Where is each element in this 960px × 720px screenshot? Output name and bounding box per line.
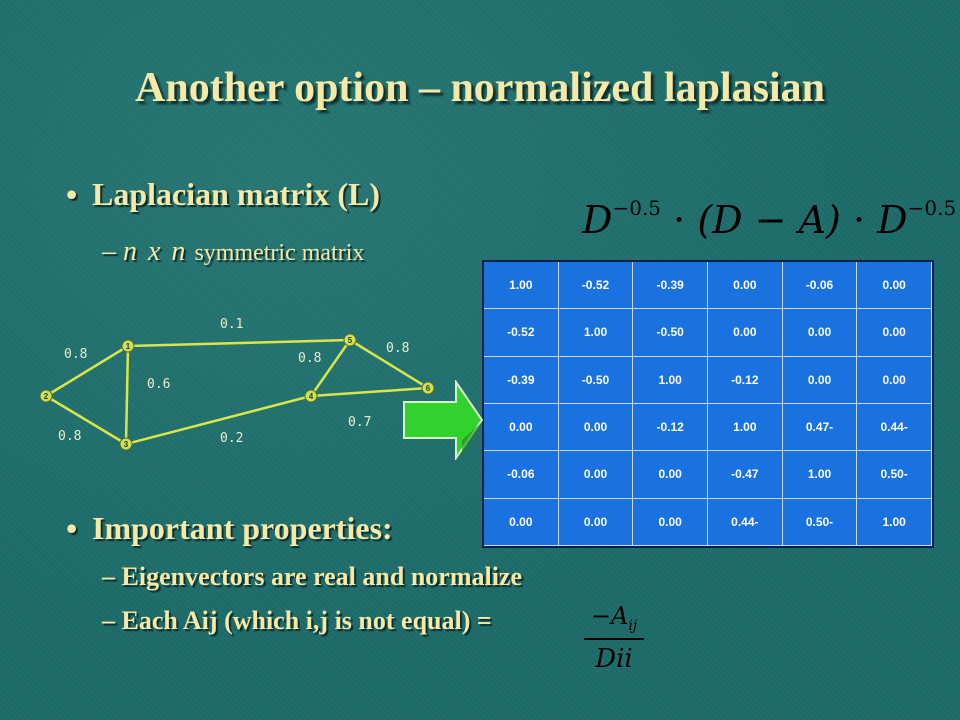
- matrix-cell: -0.12: [707, 356, 783, 404]
- matrix-cell: 1.00: [857, 498, 932, 546]
- bullet-marker: •: [66, 510, 78, 546]
- edge-label-1-2: 0.8: [64, 347, 87, 362]
- matrix-cell: 0.44-: [857, 403, 932, 452]
- matrix-cell: 0.00: [782, 309, 858, 357]
- edge-1-5: [127, 338, 351, 348]
- fraction-sub: ij: [628, 617, 638, 634]
- edge-label-5-6: 0.8: [386, 341, 409, 356]
- bullet-marker: •: [66, 176, 78, 212]
- graph-node-4: [304, 389, 318, 403]
- formula-dot1: ·: [673, 198, 686, 242]
- fraction-sign: −: [590, 602, 611, 630]
- matrix-cell: 0.50-: [782, 498, 858, 546]
- matrix-cell: -0.39: [633, 262, 708, 310]
- graph-node-label-4: 4: [309, 392, 314, 401]
- edge-label-4-5: 0.8: [298, 351, 321, 366]
- fraction-var: A: [610, 602, 629, 630]
- edge-3-4: [125, 394, 312, 446]
- matrix-cell: 0.00: [782, 356, 858, 404]
- matrix-cell: 0.00: [558, 403, 634, 452]
- matrix-cell: -0.52: [558, 262, 634, 310]
- matrix-cell: 0.00: [707, 262, 783, 310]
- formula-exp1: −0.5: [612, 196, 662, 220]
- edge-4-5: [309, 339, 352, 397]
- graph-node-1: [121, 339, 135, 353]
- edge-1-3: [124, 345, 130, 445]
- graph-node-label-1: 1: [126, 342, 131, 351]
- matrix-cell: -0.50: [633, 309, 708, 357]
- matrix-cell: -0.06: [484, 451, 559, 499]
- matrix-cell: 0.00: [857, 309, 932, 357]
- graph-node-label-6: 6: [426, 384, 431, 393]
- formula-mid: (D − A): [697, 198, 841, 242]
- aij-fraction: −Aij Dii: [584, 602, 644, 674]
- edge-label-3-4: 0.2: [220, 431, 243, 446]
- sub-bullet-dash: –: [102, 562, 115, 591]
- matrix-cell: 0.50-: [857, 451, 932, 499]
- matrix-cell: 0.47-: [782, 403, 858, 452]
- sub-bullet-eigenvectors: – Eigenvectors are real and normalize: [102, 562, 522, 592]
- aij-text: Each Aij (which i,j is not equal) =: [121, 606, 492, 635]
- formula-dot2: ·: [852, 198, 866, 242]
- matrix-cell: -0.06: [782, 262, 858, 310]
- matrix-cell: 1.00: [484, 262, 559, 310]
- matrix-cell: 1.00: [633, 356, 708, 404]
- formula-exp2: −0.5: [907, 196, 957, 220]
- matrix-cell: 0.00: [857, 356, 932, 404]
- bullet-important-properties: • Important properties:: [66, 510, 393, 547]
- sub-bullet-dash: –: [102, 236, 116, 267]
- matrix-cell: 0.00: [558, 498, 634, 546]
- bullet-laplacian-text: Laplacian matrix (L): [92, 176, 380, 212]
- edge-label-1-5: 0.1: [220, 317, 243, 332]
- fraction-numerator: −Aij: [584, 602, 644, 640]
- matrix-cell: -0.39: [484, 356, 559, 404]
- weighted-graph-diagram: 0.8 0.6 0.1 0.8 0.2 0.8 0.7 0.8 1 2 3 4 …: [39, 317, 435, 451]
- matrix-cell: -0.12: [633, 403, 708, 452]
- edge-label-2-3: 0.8: [58, 429, 81, 444]
- formula-d1: D: [582, 198, 613, 242]
- edge-label-4-6: 0.7: [348, 415, 371, 430]
- matrix-cell: -0.50: [558, 356, 634, 404]
- matrix-cell: 0.00: [857, 262, 932, 310]
- matrix-cell: 0.00: [633, 498, 708, 546]
- matrix-cell: 1.00: [707, 403, 783, 452]
- edge-label-1-3: 0.6: [147, 377, 170, 392]
- slide-title: Another option – normalized laplasian: [135, 65, 825, 111]
- bullet-important-text: Important properties:: [92, 510, 393, 546]
- right-arrow-icon: [403, 380, 484, 460]
- matrix-cell: -0.52: [484, 309, 559, 357]
- graph-node-3: [119, 437, 133, 451]
- graph-node-5: [343, 333, 357, 347]
- matrix-cell: 0.00: [633, 451, 708, 499]
- graph-node-2: [39, 389, 53, 403]
- graph-node-label-2: 2: [44, 392, 49, 401]
- matrix-cell: 0.44-: [707, 498, 783, 546]
- bullet-laplacian: • Laplacian matrix (L): [66, 176, 380, 213]
- eigenvectors-text: Eigenvectors are real and normalize: [121, 562, 523, 591]
- matrix-size-text: n x n: [123, 236, 188, 267]
- sub-bullet-aij: – Each Aij (which i,j is not equal) =: [102, 606, 492, 636]
- matrix-cell: 0.00: [558, 451, 634, 499]
- matrix-cell: 0.00: [707, 309, 783, 357]
- fraction-denominator: Dii: [595, 643, 633, 674]
- matrix-cell: 1.00: [558, 309, 634, 357]
- normalized-laplacian-formula: D−0.5 · (D − A) · D−0.5: [582, 196, 956, 242]
- edge-2-3: [45, 394, 127, 446]
- graph-node-6: [421, 381, 435, 395]
- matrix-cell: 0.00: [484, 498, 559, 546]
- matrix-cell: -0.47: [707, 451, 783, 499]
- matrix-cell: 1.00: [782, 451, 858, 499]
- edge-4-6: [310, 386, 429, 398]
- formula-d2: D: [877, 198, 908, 242]
- sub-bullet-dash: –: [102, 606, 115, 635]
- edge-1-2: [45, 344, 129, 398]
- sub-bullet-symmetric: – n x n symmetric matrix: [102, 236, 364, 268]
- symmetric-matrix-text: symmetric matrix: [194, 240, 365, 266]
- graph-node-label-3: 3: [124, 440, 129, 449]
- graph-node-label-5: 5: [348, 336, 353, 345]
- edge-5-6: [349, 338, 429, 390]
- matrix-cell: 0.00: [484, 403, 559, 452]
